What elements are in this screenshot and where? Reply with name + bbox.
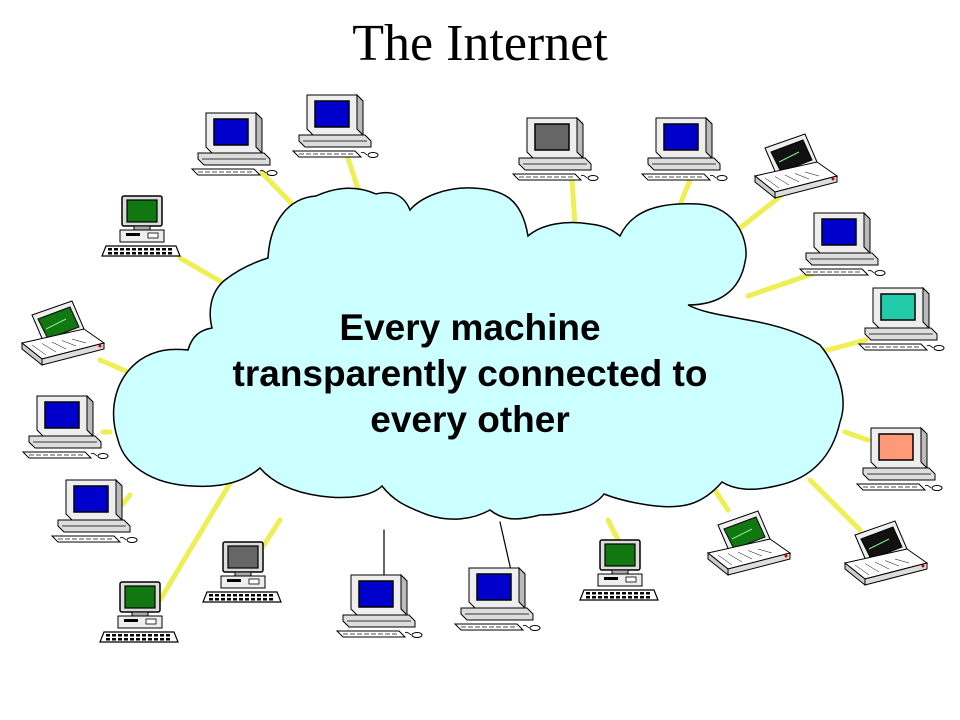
laptop-computer-icon xyxy=(706,510,792,577)
desktop-computer-icon xyxy=(453,566,541,631)
desktop-computer-icon xyxy=(511,116,599,181)
machines xyxy=(20,93,945,643)
network-link xyxy=(119,492,133,508)
network-link xyxy=(712,487,731,513)
cloud-caption-line: every other xyxy=(370,399,570,440)
laptop-computer-icon xyxy=(20,300,106,367)
internet-cloud xyxy=(112,187,844,520)
network-link xyxy=(605,517,621,543)
desktop-computer-icon xyxy=(798,211,886,276)
desktop-computer-icon xyxy=(857,286,945,351)
network-link xyxy=(97,357,131,375)
network-link xyxy=(259,517,283,551)
desktop-computer-icon xyxy=(50,478,138,543)
network-link xyxy=(569,177,578,228)
desktop-computer-icon xyxy=(640,116,728,181)
slide-title: The Internet xyxy=(352,15,608,72)
cloud-caption: Every machine transparently connected to… xyxy=(150,305,790,443)
network-link xyxy=(732,192,785,235)
workstation-computer-icon xyxy=(99,581,179,643)
network-links xyxy=(97,155,871,603)
workstation-computer-icon xyxy=(202,541,282,603)
cloud-caption-line: Every machine xyxy=(339,307,601,348)
desktop-computer-icon xyxy=(190,111,278,176)
network-link xyxy=(157,477,235,603)
desktop-computer-icon xyxy=(335,573,423,638)
network-link xyxy=(842,429,871,443)
laptop-computer-icon xyxy=(753,133,839,200)
desktop-computer-icon xyxy=(855,426,943,491)
workstation-computer-icon xyxy=(101,195,181,257)
network-link xyxy=(745,269,821,299)
network-link xyxy=(677,177,693,208)
network-link xyxy=(817,337,869,355)
network-link xyxy=(499,521,513,576)
desktop-computer-icon xyxy=(21,394,109,459)
cloud-caption-line: transparently connected to xyxy=(232,353,708,394)
workstation-computer-icon xyxy=(579,539,659,601)
desktop-computer-icon xyxy=(291,93,379,158)
laptop-computer-icon xyxy=(843,520,929,587)
network-link xyxy=(177,255,228,287)
network-link xyxy=(807,477,863,533)
